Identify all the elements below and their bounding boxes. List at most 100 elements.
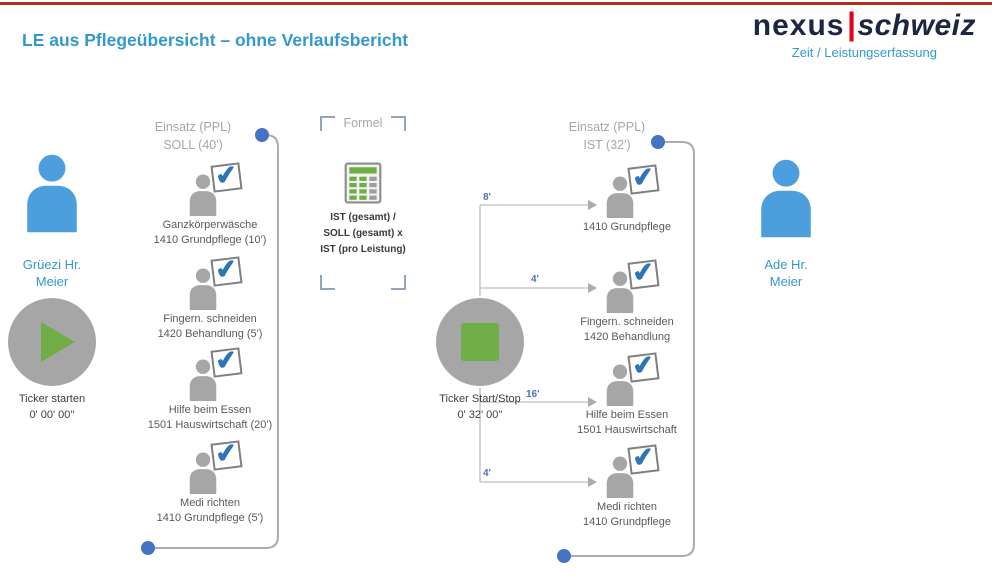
flow-node-dot <box>141 541 155 555</box>
arrowhead <box>588 477 597 487</box>
person-icon <box>606 364 634 406</box>
farewell-text: Ade Hr. Meier <box>736 256 836 290</box>
checkbox-checked-icon: ✔ <box>210 253 243 287</box>
service-figure: ✔ <box>178 344 243 403</box>
duration-label-2: 4' <box>531 274 539 285</box>
ticker-stop-label: Ticker Start/Stop <box>439 393 521 405</box>
person-icon <box>761 159 811 238</box>
stop-icon <box>461 323 499 361</box>
farewell-line-1: Ade Hr. <box>764 257 808 272</box>
checkbox-checked-icon: ✔ <box>627 441 660 475</box>
person-icon <box>189 359 217 401</box>
service-name: Ganzkörperwäsche <box>162 219 258 231</box>
service-name: Hilfe beim Essen <box>585 409 669 421</box>
soll-service-item-2: ✔ Fingern. schneiden 1420 Behandlung (5'… <box>135 253 285 342</box>
logo-schweiz-text: schweiz <box>857 9 976 42</box>
checkbox-checked-icon: ✔ <box>210 344 243 378</box>
ticker-start-label: Ticker starten <box>18 393 86 405</box>
ticker-stop-time: 0' 32' 00'' <box>457 409 503 421</box>
service-code: 1410 Grundpflege (10') <box>153 234 267 246</box>
greeting-line-1: Grüezi Hr. <box>22 257 82 272</box>
service-code: 1410 Grundpflege (5') <box>156 512 264 524</box>
service-name: 1410 Grundpflege <box>582 221 672 233</box>
ticker-stop-caption: Ticker Start/Stop 0' 32' 00'' <box>410 391 550 423</box>
arrowhead <box>588 200 597 210</box>
top-accent-line <box>0 2 992 5</box>
farewell-line-2: Meier <box>769 274 803 289</box>
ticker-start-time: 0' 00' 00'' <box>29 409 75 421</box>
service-name: Medi richten <box>597 501 657 513</box>
formula-text: IST (gesamt) / SOLL (gesamt) x IST (pro … <box>308 210 418 258</box>
soll-service-item-4: ✔ Medi richten 1410 Grundpflege (5') <box>135 437 285 526</box>
service-name: Fingern. schneiden <box>163 313 257 325</box>
formula-panel: Formel IST (gesamt) / SOLL (gesamt) x IS… <box>320 116 406 290</box>
checkbox-checked-icon: ✔ <box>627 349 660 383</box>
service-figure: ✔ <box>595 349 660 408</box>
bracket-corner-icon <box>320 116 335 131</box>
person-icon <box>606 456 634 498</box>
ist-service-item-3: ✔ Hilfe beim Essen 1501 Hauswirtschaft <box>552 349 702 438</box>
flow-node-dot <box>557 549 571 563</box>
service-code: 1410 Grundpflege <box>582 516 672 528</box>
logo-separator: | <box>846 6 856 42</box>
person-icon <box>189 452 217 494</box>
service-name: Medi richten <box>180 497 240 509</box>
person-icon <box>27 154 77 233</box>
person-icon <box>189 174 217 216</box>
soll-service-item-3: ✔ Hilfe beim Essen 1501 Hauswirtschaft (… <box>135 344 285 433</box>
person-icon <box>606 176 634 218</box>
greeting-line-2: Meier <box>35 274 69 289</box>
ist-column-header: Einsatz (PPL) IST (32') <box>532 119 682 154</box>
arrowhead <box>588 397 597 407</box>
checkbox-checked-icon: ✔ <box>210 159 243 193</box>
checkbox-checked-icon: ✔ <box>627 256 660 290</box>
formula-label: Formel <box>343 116 383 130</box>
ist-service-item-4: ✔ Medi richten 1410 Grundpflege <box>552 441 702 530</box>
logo-wordmark: nexus|schweiz <box>753 6 976 44</box>
service-figure: ✔ <box>595 161 660 220</box>
brand-tagline: Zeit / Leistungserfassung <box>791 45 937 60</box>
ticker-start-caption: Ticker starten 0' 00' 00'' <box>0 391 104 423</box>
service-figure: ✔ <box>178 253 243 312</box>
ist-service-item-1: ✔ 1410 Grundpflege <box>552 161 702 235</box>
ist-service-item-2: ✔ Fingern. schneiden 1420 Behandlung <box>552 256 702 345</box>
ist-header-line-2: IST (32') <box>583 137 631 152</box>
ticker-start-button <box>8 298 96 386</box>
arrowhead <box>588 283 597 293</box>
ist-header-line-1: Einsatz (PPL) <box>568 120 646 134</box>
service-name: Hilfe beim Essen <box>168 404 252 416</box>
soll-header-line-1: Einsatz (PPL) <box>154 120 232 134</box>
soll-header-line-2: SOLL (40') <box>163 137 223 152</box>
play-icon <box>41 322 75 362</box>
bracket-corner-icon <box>391 275 406 290</box>
service-code: 1420 Behandlung (5') <box>157 328 263 340</box>
person-icon <box>606 271 634 313</box>
flow-node-dot <box>651 135 665 149</box>
service-code: 1420 Behandlung <box>583 331 671 343</box>
soll-flow-line <box>149 134 279 549</box>
flow-node-dot <box>255 128 269 142</box>
duration-label-4: 4' <box>483 468 491 479</box>
checkbox-checked-icon: ✔ <box>627 161 660 195</box>
ticker-stop-button <box>436 298 524 386</box>
service-figure: ✔ <box>178 437 243 496</box>
soll-column-header: Einsatz (PPL) SOLL (40') <box>118 119 268 154</box>
checkbox-checked-icon: ✔ <box>210 437 243 471</box>
formula-line-2: SOLL (gesamt) x <box>323 228 403 239</box>
service-code: 1501 Hauswirtschaft (20') <box>147 419 273 431</box>
service-figure: ✔ <box>595 256 660 315</box>
logo-nexus-text: nexus <box>752 9 845 42</box>
duration-label-3: 16' <box>526 389 540 400</box>
service-code: 1501 Hauswirtschaft <box>577 424 677 436</box>
formula-line-3: IST (pro Leistung) <box>320 244 406 255</box>
soll-service-item-1: ✔ Ganzkörperwäsche 1410 Grundpflege (10'… <box>135 159 285 248</box>
greeting-text: Grüezi Hr. Meier <box>0 256 104 290</box>
formula-line-1: IST (gesamt) / <box>330 212 396 223</box>
brand-logo: nexus|schweiz Zeit / Leistungserfassung <box>753 6 976 60</box>
person-icon <box>189 268 217 310</box>
bracket-corner-icon <box>320 275 335 290</box>
page-title: LE aus Pflegeübersicht – ohne Verlaufsbe… <box>22 30 409 50</box>
calculator-icon <box>344 162 382 204</box>
